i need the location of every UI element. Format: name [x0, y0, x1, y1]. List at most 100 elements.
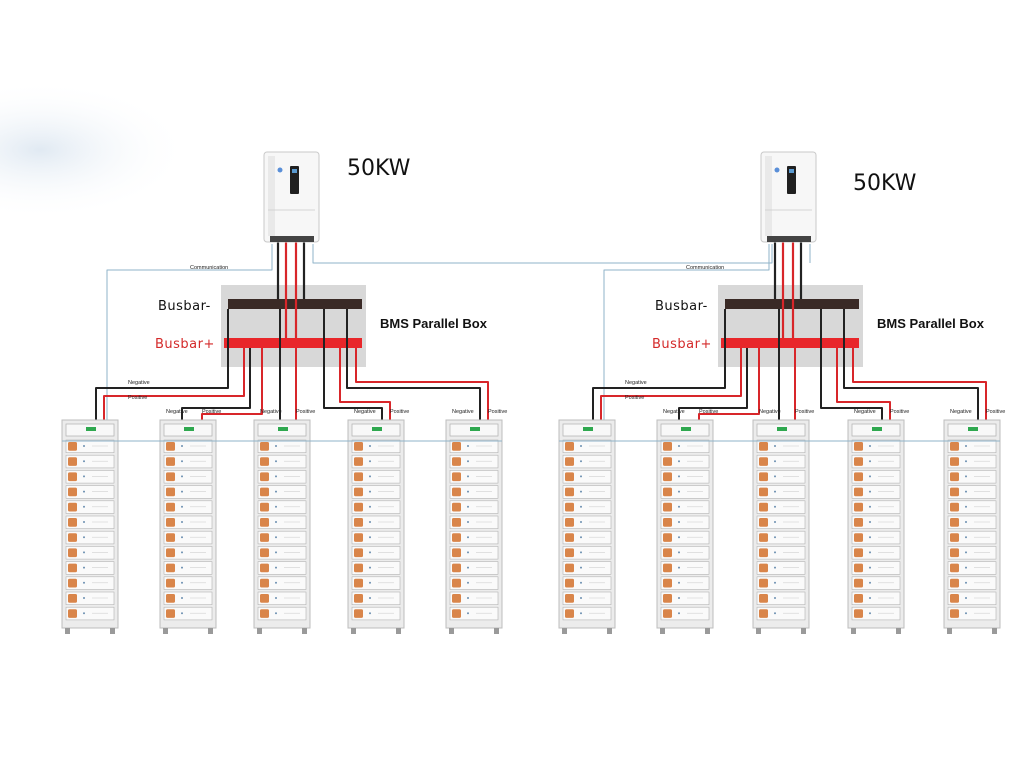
- battery-module: [851, 500, 901, 514]
- rack-positive-label: Positive: [128, 395, 147, 401]
- battery-rack: [445, 419, 503, 634]
- battery-module: [947, 439, 997, 453]
- rack-foot: [302, 628, 307, 634]
- battery-rack: [159, 419, 217, 634]
- bms-parallel-box: [718, 285, 863, 367]
- battery-module: [351, 485, 401, 499]
- bms-status-led: [86, 427, 96, 431]
- battery-module: [756, 470, 806, 484]
- module-terminal: [166, 548, 175, 558]
- battery-module: [947, 485, 997, 499]
- module-terminal: [68, 609, 77, 618]
- rack-negative-cable: [346, 309, 481, 430]
- battery-module: [562, 454, 612, 469]
- module-terminal: [663, 578, 672, 588]
- module-terminal: [950, 442, 959, 451]
- module-terminal: [663, 487, 672, 497]
- rack-negative-cable: [820, 309, 883, 430]
- rack-foot: [494, 628, 499, 634]
- module-terminal: [663, 442, 672, 451]
- battery-module: [351, 530, 401, 545]
- communication-line: [106, 244, 273, 420]
- rack-positive-cable: [339, 348, 391, 430]
- rack-foot: [449, 628, 454, 634]
- battery-module: [562, 561, 612, 575]
- rack-negative-cable: [95, 309, 229, 430]
- battery-module: [660, 546, 710, 560]
- battery-module: [449, 576, 499, 590]
- battery-module: [851, 530, 901, 545]
- battery-module: [163, 500, 213, 514]
- rack-foot: [660, 628, 665, 634]
- battery-module: [851, 515, 901, 529]
- module-terminal: [759, 563, 768, 573]
- module-terminal: [950, 457, 959, 466]
- battery-module: [660, 606, 710, 621]
- battery-module: [756, 606, 806, 621]
- module-terminal: [166, 563, 175, 573]
- battery-module: [947, 454, 997, 469]
- module-terminal: [452, 578, 461, 588]
- module-terminal: [854, 533, 863, 542]
- battery-module: [947, 546, 997, 560]
- module-terminal: [565, 472, 574, 482]
- busbar-positive-label: Busbar+: [652, 337, 712, 352]
- module-terminal: [565, 533, 574, 542]
- module-terminal: [166, 457, 175, 466]
- module-terminal: [565, 487, 574, 497]
- battery-module: [562, 546, 612, 560]
- module-terminal: [452, 548, 461, 558]
- module-terminal: [452, 487, 461, 497]
- rack-foot: [896, 628, 901, 634]
- module-terminal: [166, 442, 175, 451]
- module-terminal: [68, 594, 77, 603]
- rack-positive-label: Positive: [390, 409, 409, 415]
- battery-module: [351, 439, 401, 453]
- battery-module: [449, 561, 499, 575]
- battery-module: [449, 485, 499, 499]
- module-terminal: [354, 518, 363, 527]
- busbar-positive: [721, 338, 859, 348]
- battery-module: [947, 561, 997, 575]
- module-terminal: [854, 563, 863, 573]
- battery-module: [65, 454, 115, 469]
- rack-foot: [110, 628, 115, 634]
- battery-module: [562, 591, 612, 605]
- rack-negative-label: Negative: [166, 409, 188, 415]
- module-terminal: [260, 563, 269, 573]
- module-terminal: [260, 502, 269, 512]
- rack-foot: [351, 628, 356, 634]
- battery-module: [163, 591, 213, 605]
- module-terminal: [663, 533, 672, 542]
- battery-rack: [347, 419, 405, 634]
- rack-negative-cable: [592, 309, 726, 430]
- module-terminal: [759, 487, 768, 497]
- module-terminal: [260, 548, 269, 558]
- module-terminal: [354, 457, 363, 466]
- module-terminal: [354, 563, 363, 573]
- battery-module: [562, 606, 612, 621]
- battery-module: [351, 500, 401, 514]
- battery-module: [257, 500, 307, 514]
- battery-rack: [61, 419, 119, 634]
- battery-module: [449, 515, 499, 529]
- inverter: [760, 151, 817, 243]
- module-terminal: [663, 594, 672, 603]
- module-terminal: [565, 518, 574, 527]
- module-terminal: [854, 518, 863, 527]
- battery-module: [851, 576, 901, 590]
- battery-module: [351, 576, 401, 590]
- battery-module: [756, 546, 806, 560]
- battery-module: [756, 485, 806, 499]
- rack-negative-label: Negative: [759, 409, 781, 415]
- battery-module: [947, 530, 997, 545]
- battery-rack: [656, 419, 714, 634]
- rack-foot: [562, 628, 567, 634]
- bms-status-led: [968, 427, 978, 431]
- battery-module: [756, 500, 806, 514]
- module-terminal: [565, 594, 574, 603]
- battery-module: [660, 591, 710, 605]
- battery-module: [257, 485, 307, 499]
- module-terminal: [166, 578, 175, 588]
